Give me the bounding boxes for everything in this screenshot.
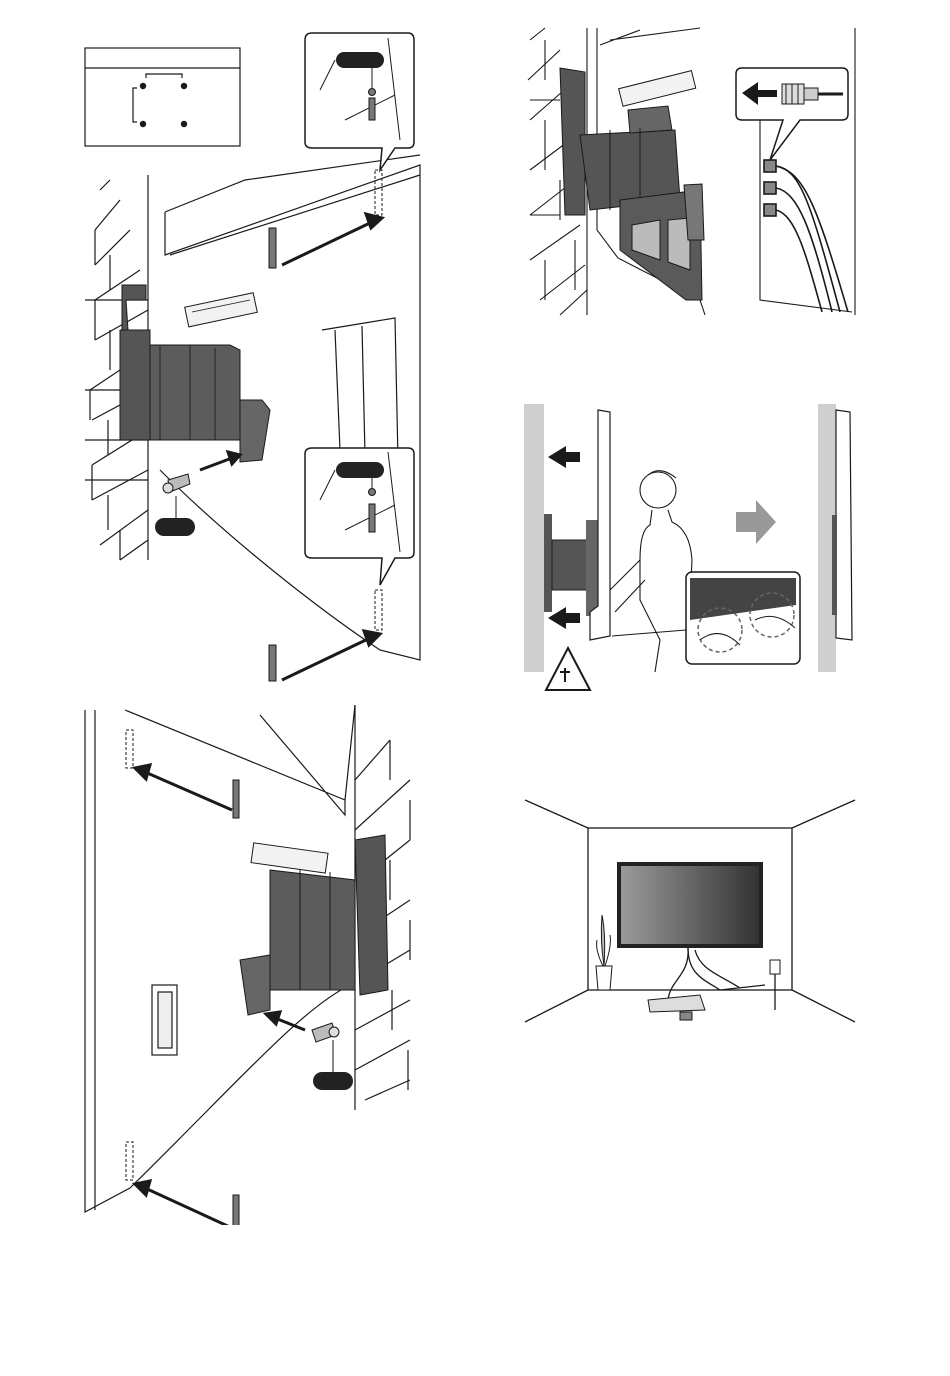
hole-template-icon bbox=[85, 48, 240, 146]
hands-zoom-icon bbox=[686, 572, 800, 664]
wall-bracket-icon bbox=[544, 514, 598, 616]
plant-icon bbox=[596, 915, 612, 990]
pinch-warning-icon bbox=[546, 648, 590, 690]
callout-label bbox=[336, 52, 384, 68]
right-arrow-icon bbox=[736, 500, 776, 544]
tv-icon bbox=[617, 862, 763, 948]
step-room-view-figure bbox=[520, 795, 865, 1030]
hdmi-callout bbox=[736, 68, 848, 160]
wall-left bbox=[524, 404, 544, 672]
tv-mounted bbox=[836, 410, 852, 640]
wall-bracket-icon bbox=[120, 285, 270, 462]
back-panel-icon bbox=[152, 985, 177, 1055]
wall-bracket-icon bbox=[240, 835, 388, 1015]
step-hang-tv-svg bbox=[520, 400, 865, 700]
step-mount-left-svg bbox=[80, 30, 430, 700]
cable-icon bbox=[764, 160, 848, 312]
step-hang-tv-figure bbox=[520, 400, 865, 700]
step-mount-left-figure bbox=[80, 30, 430, 700]
step-room-view-svg bbox=[520, 795, 865, 1030]
part-label bbox=[155, 518, 195, 536]
step-mount-right-svg bbox=[80, 705, 425, 1225]
step-mount-right-figure bbox=[80, 705, 425, 1225]
person-icon bbox=[610, 471, 692, 672]
step-cable-connect-figure bbox=[520, 25, 865, 320]
push-arrow-icon bbox=[548, 446, 580, 629]
stand-icon bbox=[648, 995, 705, 1020]
insert-arrow-icon bbox=[200, 214, 382, 680]
wall-outlet-icon bbox=[770, 960, 780, 974]
part-label bbox=[313, 1072, 353, 1090]
screw-icon bbox=[312, 1023, 339, 1042]
callout-label-lower bbox=[336, 462, 384, 478]
step-cable-connect-svg bbox=[520, 25, 865, 320]
